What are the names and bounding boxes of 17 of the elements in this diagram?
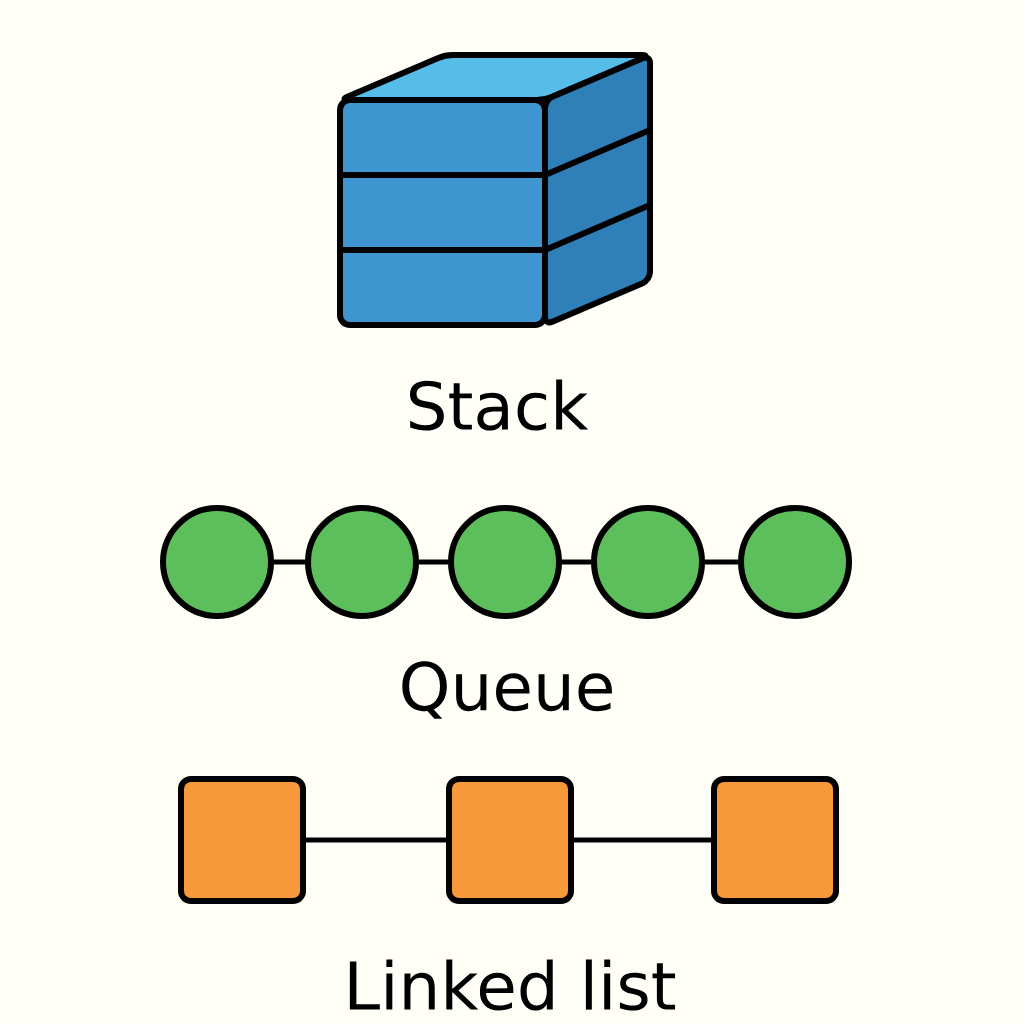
connector-line: [419, 559, 448, 565]
circle: [591, 505, 705, 619]
circle: [738, 505, 852, 619]
circle: [305, 505, 419, 619]
square-box: [711, 776, 839, 904]
section-label: Linked list: [349, 959, 676, 1011]
connector-line: [306, 837, 446, 843]
square-box: [446, 776, 574, 904]
section-label: Queue: [402, 661, 612, 719]
connector-line: [562, 559, 591, 565]
connector-line: [274, 559, 305, 565]
connector-line: [705, 559, 738, 565]
section-label: Stack: [410, 379, 589, 431]
circle: [160, 505, 274, 619]
connector-line: [574, 837, 711, 843]
square-box: [178, 776, 306, 904]
circle: [448, 505, 562, 619]
